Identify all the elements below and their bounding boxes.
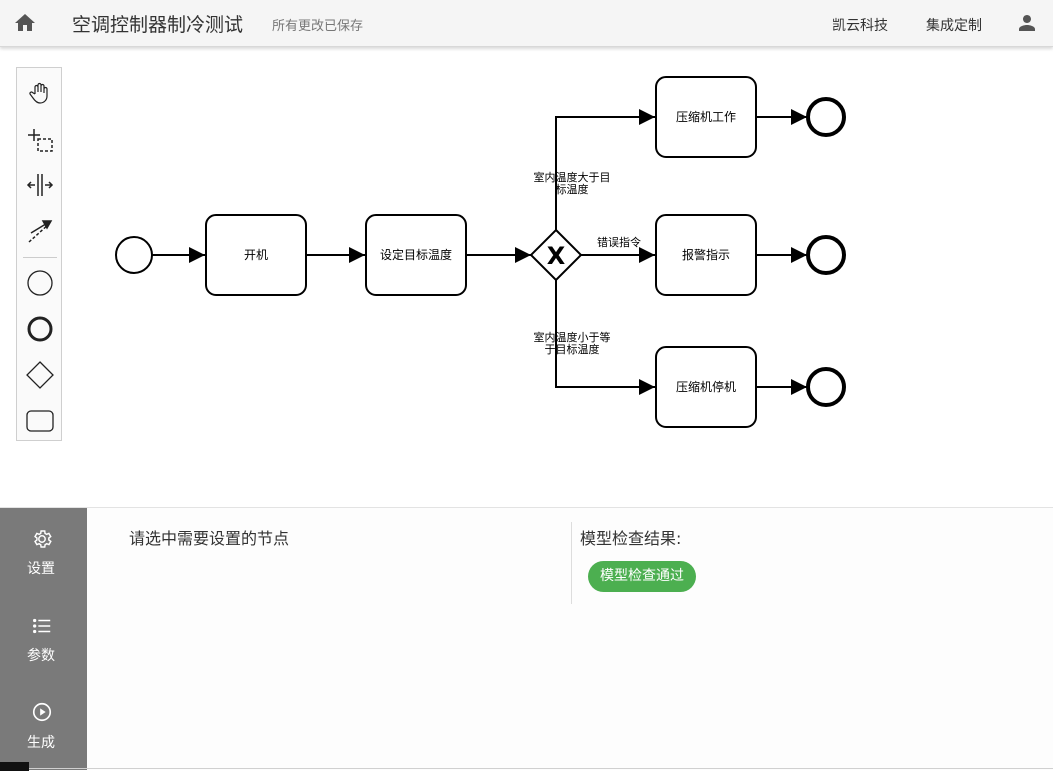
properties-panel: 设置 参数 生成 请选中需要设置的节点 模型检查结果: 模型检查通过 bbox=[0, 507, 1053, 770]
list-icon bbox=[31, 615, 53, 637]
sequence-flow-lower[interactable] bbox=[555, 280, 655, 395]
gateway-marker: X bbox=[547, 242, 566, 270]
flow-label-middle: 错误指令 bbox=[597, 235, 641, 249]
play-circle-icon bbox=[31, 701, 53, 723]
exclusive-gateway[interactable]: X bbox=[529, 228, 583, 282]
model-check-title: 模型检查结果: bbox=[580, 529, 682, 548]
model-check-status-badge[interactable]: 模型检查通过 bbox=[588, 561, 696, 592]
task-set-target-temp[interactable]: 设定目标温度 bbox=[365, 214, 467, 296]
task-label: 设定目标温度 bbox=[380, 247, 452, 262]
end-event[interactable] bbox=[806, 97, 846, 137]
corner-block bbox=[0, 762, 29, 771]
panel-divider bbox=[571, 522, 572, 604]
user-icon[interactable] bbox=[1015, 11, 1039, 35]
task-label: 压缩机工作 bbox=[676, 109, 736, 124]
gear-icon bbox=[31, 528, 53, 550]
nav-link-kaiyun[interactable]: 凯云科技 bbox=[832, 18, 888, 34]
sequence-flow-upper[interactable] bbox=[555, 109, 655, 230]
flow-label-upper-2: 标温度 bbox=[556, 182, 589, 196]
end-event[interactable] bbox=[806, 235, 846, 275]
tool-palette bbox=[16, 67, 62, 441]
bottom-border bbox=[0, 768, 1053, 769]
top-bar: 空调控制器制冷测试 所有更改已保存 凯云科技 集成定制 bbox=[0, 0, 1053, 47]
nav-link-integration[interactable]: 集成定制 bbox=[926, 18, 982, 34]
hand-tool-icon[interactable] bbox=[23, 76, 57, 110]
flow-label-lower-2: 于目标温度 bbox=[545, 342, 600, 356]
task-label: 压缩机停机 bbox=[676, 379, 736, 394]
sidebar-item-generate[interactable]: 生成 bbox=[0, 696, 87, 766]
end-event-tool-icon[interactable] bbox=[23, 312, 57, 346]
space-tool-icon[interactable] bbox=[23, 168, 57, 202]
gateway-tool-icon[interactable] bbox=[23, 358, 57, 392]
palette-divider bbox=[23, 257, 57, 258]
panel-sidebar: 设置 参数 生成 bbox=[0, 508, 87, 770]
start-event[interactable] bbox=[115, 236, 153, 274]
diagram-canvas[interactable]: 开机 设定目标温度 压缩机工作 报警指示 压缩机停机 X 室内温度大于目 标温度… bbox=[0, 47, 1053, 507]
flow-label-lower-1: 室内温度小于等 bbox=[534, 330, 611, 344]
task-compressor-stop[interactable]: 压缩机停机 bbox=[655, 346, 757, 428]
task-label: 报警指示 bbox=[682, 247, 730, 262]
sidebar-item-settings[interactable]: 设置 bbox=[0, 522, 87, 592]
task-start-machine[interactable]: 开机 bbox=[205, 214, 307, 296]
home-icon[interactable] bbox=[13, 11, 37, 35]
flow-label-upper-1: 室内温度大于目 bbox=[534, 170, 611, 184]
sidebar-item-params[interactable]: 参数 bbox=[0, 609, 87, 679]
sidebar-item-label: 生成 bbox=[27, 735, 55, 751]
lasso-tool-icon[interactable] bbox=[23, 122, 57, 156]
bpmn-diagram: 开机 设定目标温度 压缩机工作 报警指示 压缩机停机 X 室内温度大于目 标温度… bbox=[115, 76, 846, 428]
task-tool-icon[interactable] bbox=[23, 404, 57, 438]
connect-tool-icon[interactable] bbox=[23, 214, 57, 248]
sidebar-item-label: 设置 bbox=[27, 561, 55, 577]
task-label: 开机 bbox=[244, 248, 268, 262]
save-status: 所有更改已保存 bbox=[272, 19, 364, 34]
selection-hint: 请选中需要设置的节点 bbox=[129, 529, 290, 548]
end-event[interactable] bbox=[806, 367, 846, 407]
start-event-tool-icon[interactable] bbox=[23, 266, 57, 300]
task-compressor-work[interactable]: 压缩机工作 bbox=[655, 76, 757, 158]
task-alarm-indication[interactable]: 报警指示 bbox=[655, 214, 757, 296]
page-title: 空调控制器制冷测试 bbox=[72, 14, 244, 36]
sidebar-item-label: 参数 bbox=[27, 648, 55, 664]
